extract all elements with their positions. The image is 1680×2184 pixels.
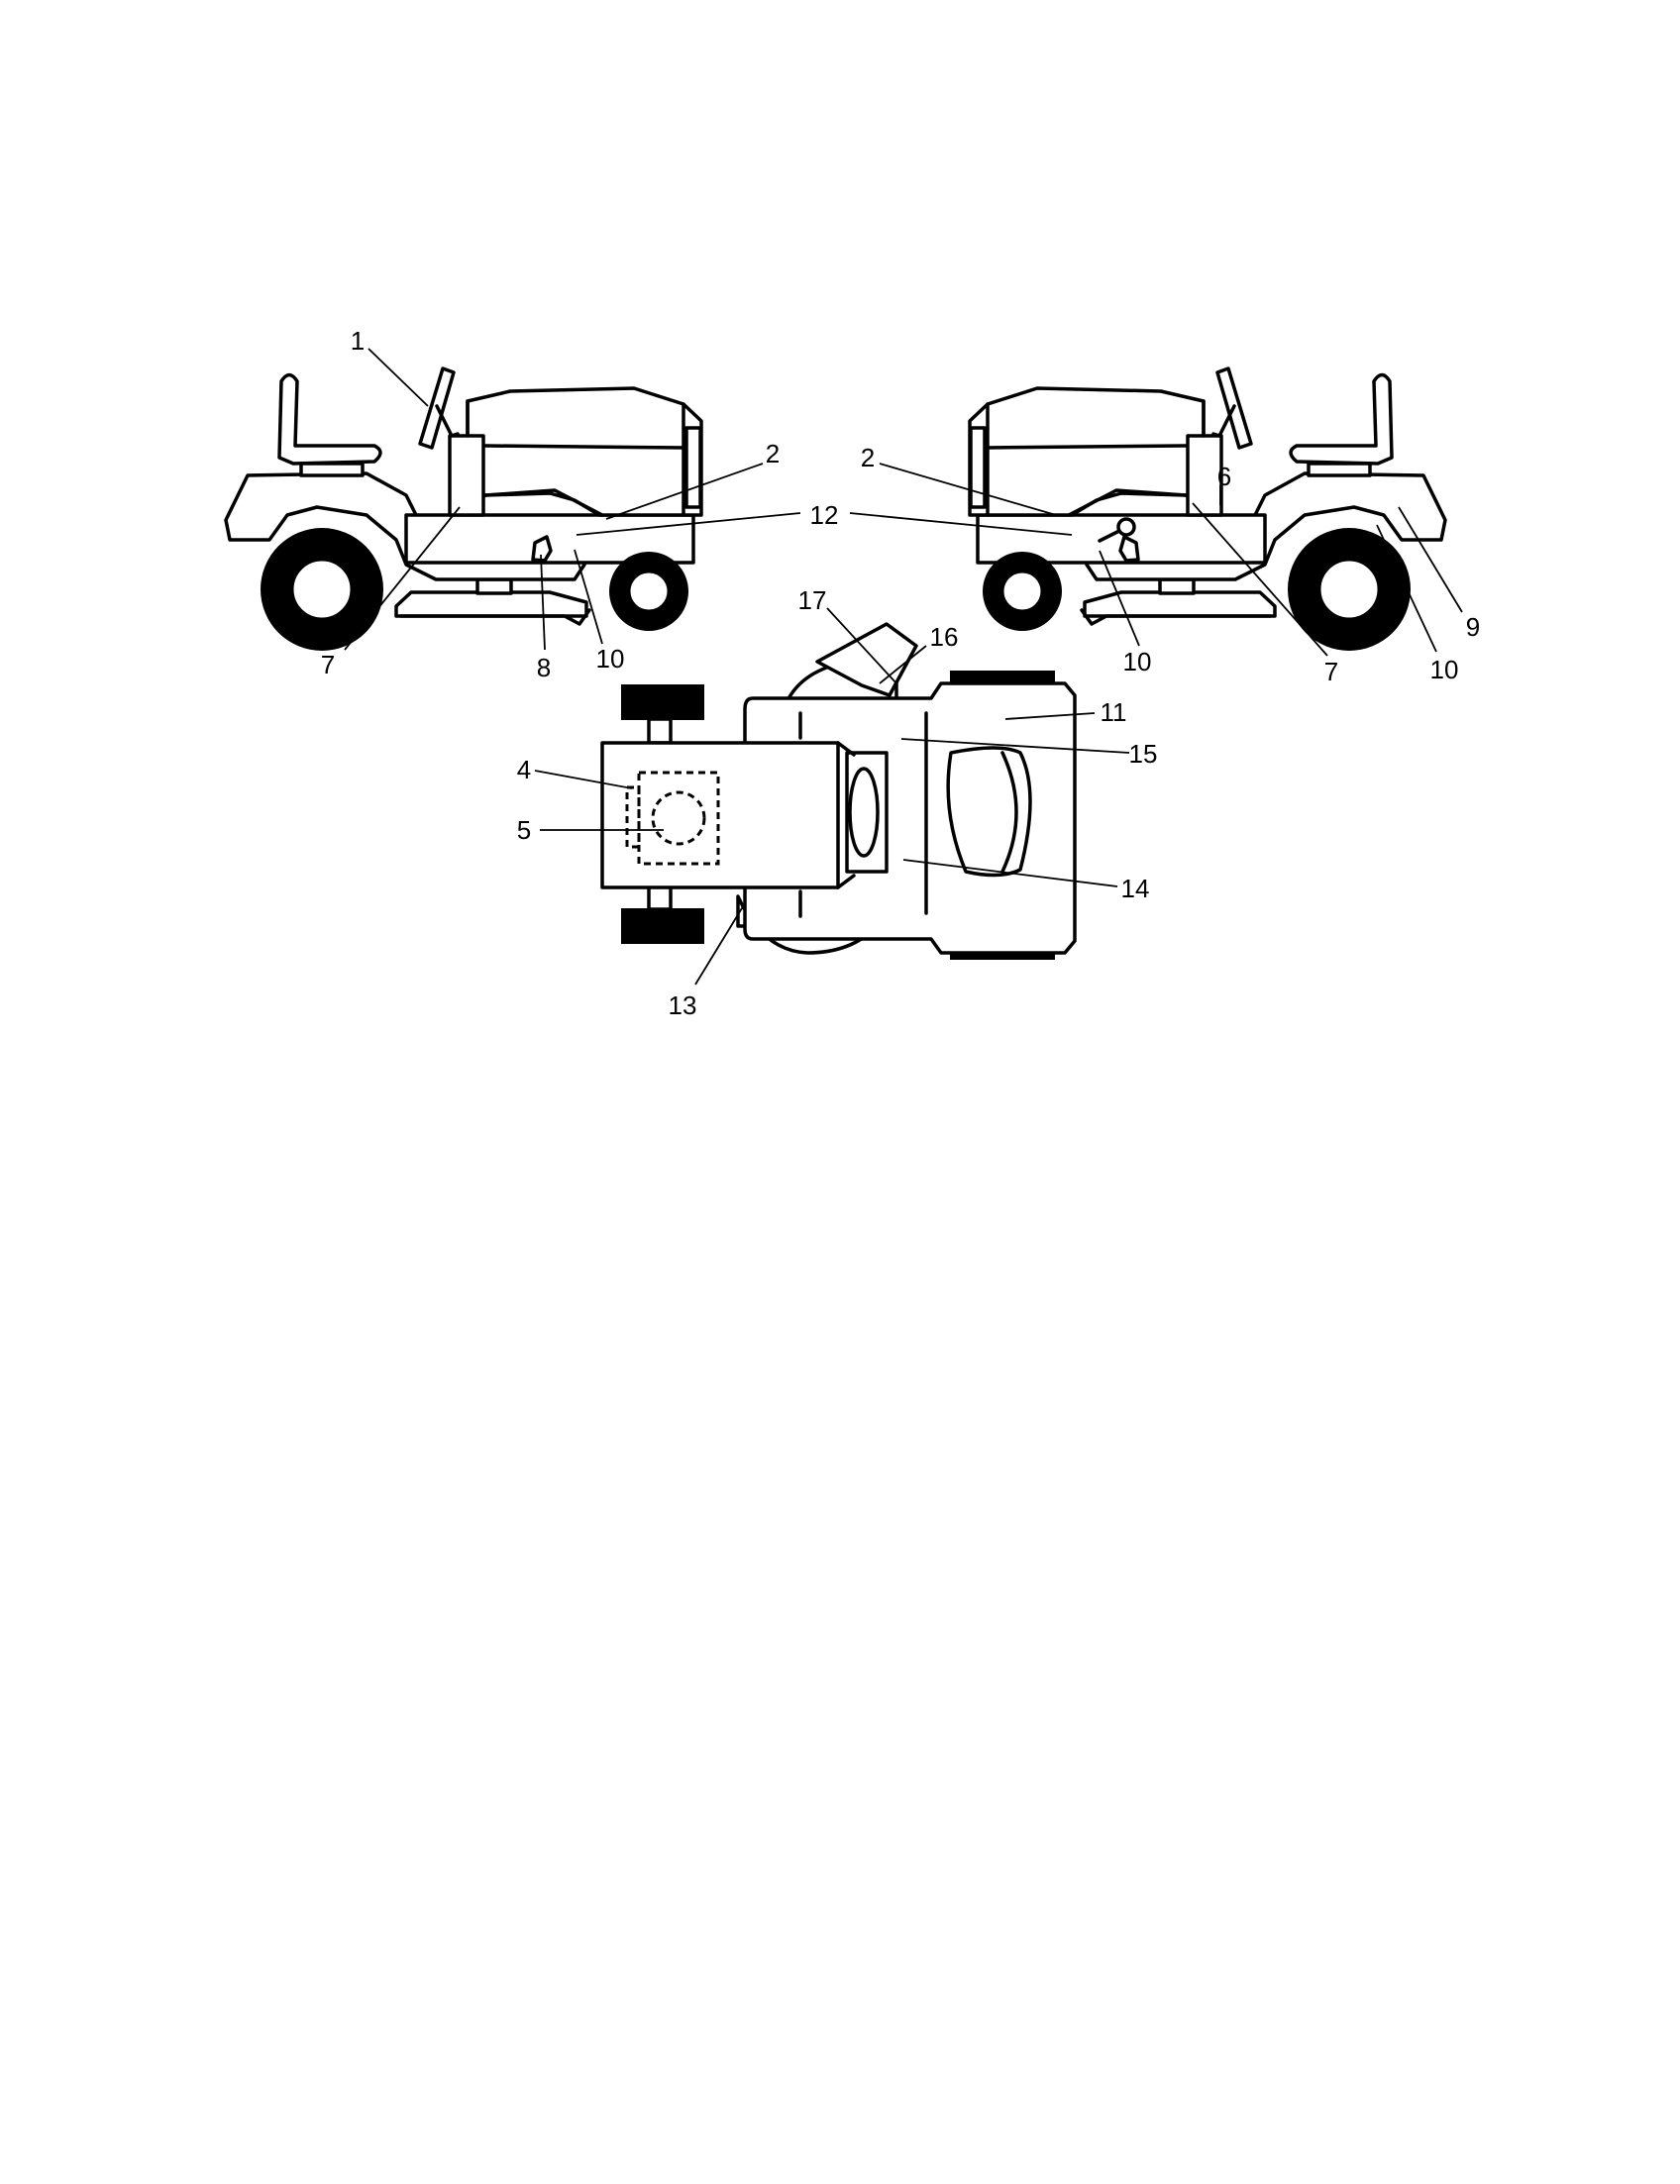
ignition-key-right xyxy=(1098,517,1136,543)
hood-right xyxy=(968,386,1206,517)
callout-8: 8 xyxy=(537,653,551,682)
mower-deck-left xyxy=(394,577,591,626)
front-wheel-left xyxy=(609,552,688,631)
rear-wheel-left xyxy=(261,528,383,651)
seat-top xyxy=(946,746,1032,878)
steering-wheel-left xyxy=(418,366,460,450)
callout-1: 1 xyxy=(351,326,365,356)
tractor-left-side-view xyxy=(224,366,703,651)
engine-outline xyxy=(637,771,720,866)
callout-7: 7 xyxy=(1324,657,1338,686)
callout-10: 10 xyxy=(596,644,625,674)
tractor-top-view xyxy=(600,622,1077,960)
callout-labels: 1 2 7 8 10 12 2 6 9 10 7 10 17 16 11 15 … xyxy=(321,326,1480,1020)
leader-lines xyxy=(344,348,1463,986)
dash-panel-left xyxy=(448,434,485,517)
callout-2: 2 xyxy=(766,439,780,468)
callout-13: 13 xyxy=(669,990,697,1020)
callout-9: 9 xyxy=(1466,612,1480,642)
callout-11: 11 xyxy=(1101,697,1127,727)
seat-left xyxy=(277,372,382,477)
callout-5: 5 xyxy=(517,815,531,845)
callout-16: 16 xyxy=(930,622,959,652)
brake-pedal-right xyxy=(1118,535,1140,563)
front-wheel-bottom xyxy=(621,908,704,944)
steering-wheel-top xyxy=(848,767,880,858)
engine-cap xyxy=(651,790,706,846)
front-wheel-top xyxy=(621,684,704,720)
callout-15: 15 xyxy=(1129,739,1158,769)
brake-pedal-left xyxy=(531,535,553,563)
front-wheel-right xyxy=(983,552,1062,631)
callout-17: 17 xyxy=(798,585,827,615)
callout-10: 10 xyxy=(1123,647,1152,676)
callout-14: 14 xyxy=(1121,874,1150,903)
steering-wheel-right xyxy=(1211,366,1253,450)
callout-12: 12 xyxy=(810,500,839,530)
callout-4: 4 xyxy=(517,755,531,784)
hood-left xyxy=(466,386,703,517)
tractor-right-side-view xyxy=(968,366,1447,651)
hood-top xyxy=(600,741,840,889)
callout-10: 10 xyxy=(1430,655,1459,684)
callout-7: 7 xyxy=(321,650,335,679)
callout-2: 2 xyxy=(861,443,875,472)
rear-wheel-right xyxy=(1288,528,1411,651)
callout-6: 6 xyxy=(1217,462,1231,491)
dash-panel-right xyxy=(1186,434,1223,517)
seat-right xyxy=(1289,372,1394,477)
mower-deck-right xyxy=(1080,577,1277,626)
